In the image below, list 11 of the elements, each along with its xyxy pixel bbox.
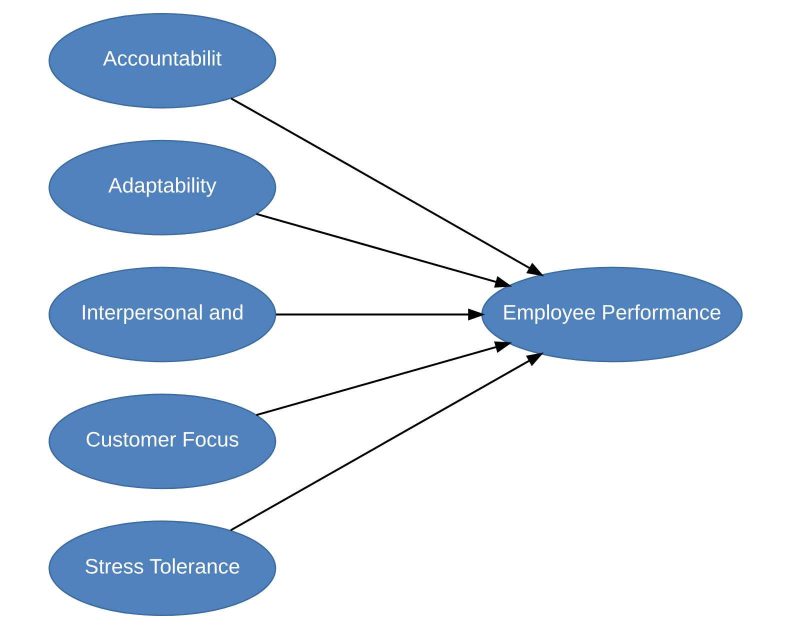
arrow <box>256 341 512 416</box>
arrow <box>230 98 544 276</box>
node-ellipse: Interpersonal and <box>48 266 276 362</box>
arrow <box>230 352 544 532</box>
node-ellipse: Customer Focus <box>48 394 276 490</box>
node-ellipse: Adaptability <box>48 140 276 236</box>
node-ellipse: Accountabilit <box>48 12 276 108</box>
node-ellipse: Employee Performance <box>480 266 742 362</box>
arrow <box>256 212 512 288</box>
arrow <box>275 308 485 320</box>
node-ellipse: Stress Tolerance <box>48 520 276 616</box>
